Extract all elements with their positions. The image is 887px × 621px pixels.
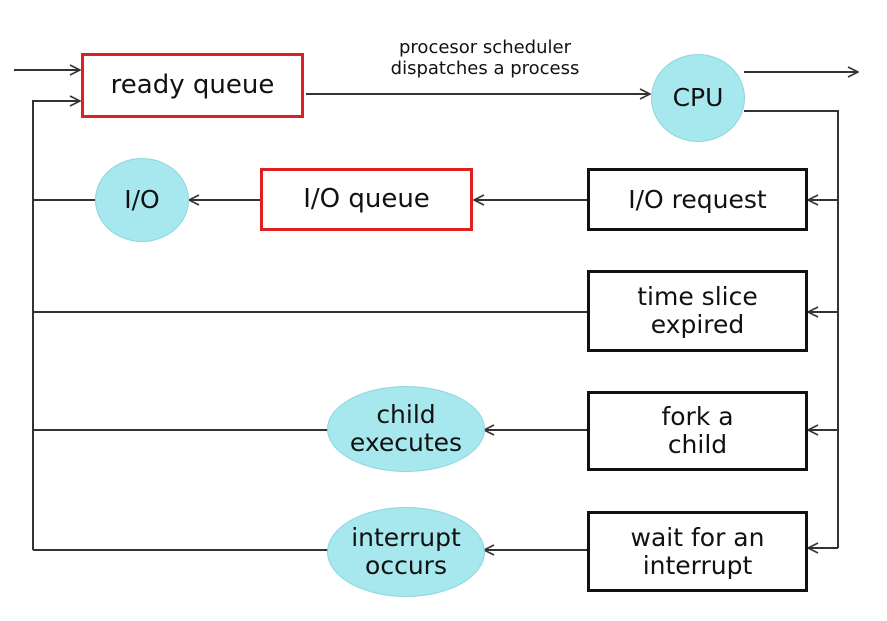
cpu-node: CPU xyxy=(651,54,745,142)
io-queue-label: I/O queue xyxy=(303,183,430,214)
fork-child-box: fork a child xyxy=(587,391,808,471)
child-exec-line1: child xyxy=(376,400,436,429)
ready-queue-box: ready queue xyxy=(81,53,304,118)
cpu-label: CPU xyxy=(672,83,724,112)
interrupt-line1: interrupt xyxy=(351,523,461,552)
io-queue-box: I/O queue xyxy=(260,168,473,231)
io-label: I/O xyxy=(124,185,160,214)
wait-interrupt-box: wait for an interrupt xyxy=(587,511,808,592)
ready-queue-label: ready queue xyxy=(110,69,275,100)
dispatch-label-line2: dispatches a process xyxy=(390,57,580,79)
interrupt-line2: occurs xyxy=(365,551,447,580)
time-slice-box: time slice expired xyxy=(587,270,808,352)
child-exec-line2: executes xyxy=(349,428,463,457)
dispatch-label: procesor scheduler dispatches a process xyxy=(350,37,620,79)
wait-line1: wait for an xyxy=(630,522,765,552)
time-slice-line2: expired xyxy=(650,310,745,339)
io-request-box: I/O request xyxy=(587,168,808,231)
interrupt-occurs-node: interrupt occurs xyxy=(327,507,485,597)
child-executes-node: child executes xyxy=(327,386,485,472)
fork-line1: fork a xyxy=(661,402,734,431)
return-loop xyxy=(32,101,80,550)
dispatch-label-line1: procesor scheduler xyxy=(399,37,571,58)
time-slice-line1: time slice xyxy=(637,282,758,311)
io-request-label: I/O request xyxy=(628,184,767,214)
fork-line2: child xyxy=(667,430,728,459)
io-node: I/O xyxy=(95,158,189,242)
cpu-to-bus xyxy=(744,110,839,548)
wait-line2: interrupt xyxy=(642,550,753,580)
